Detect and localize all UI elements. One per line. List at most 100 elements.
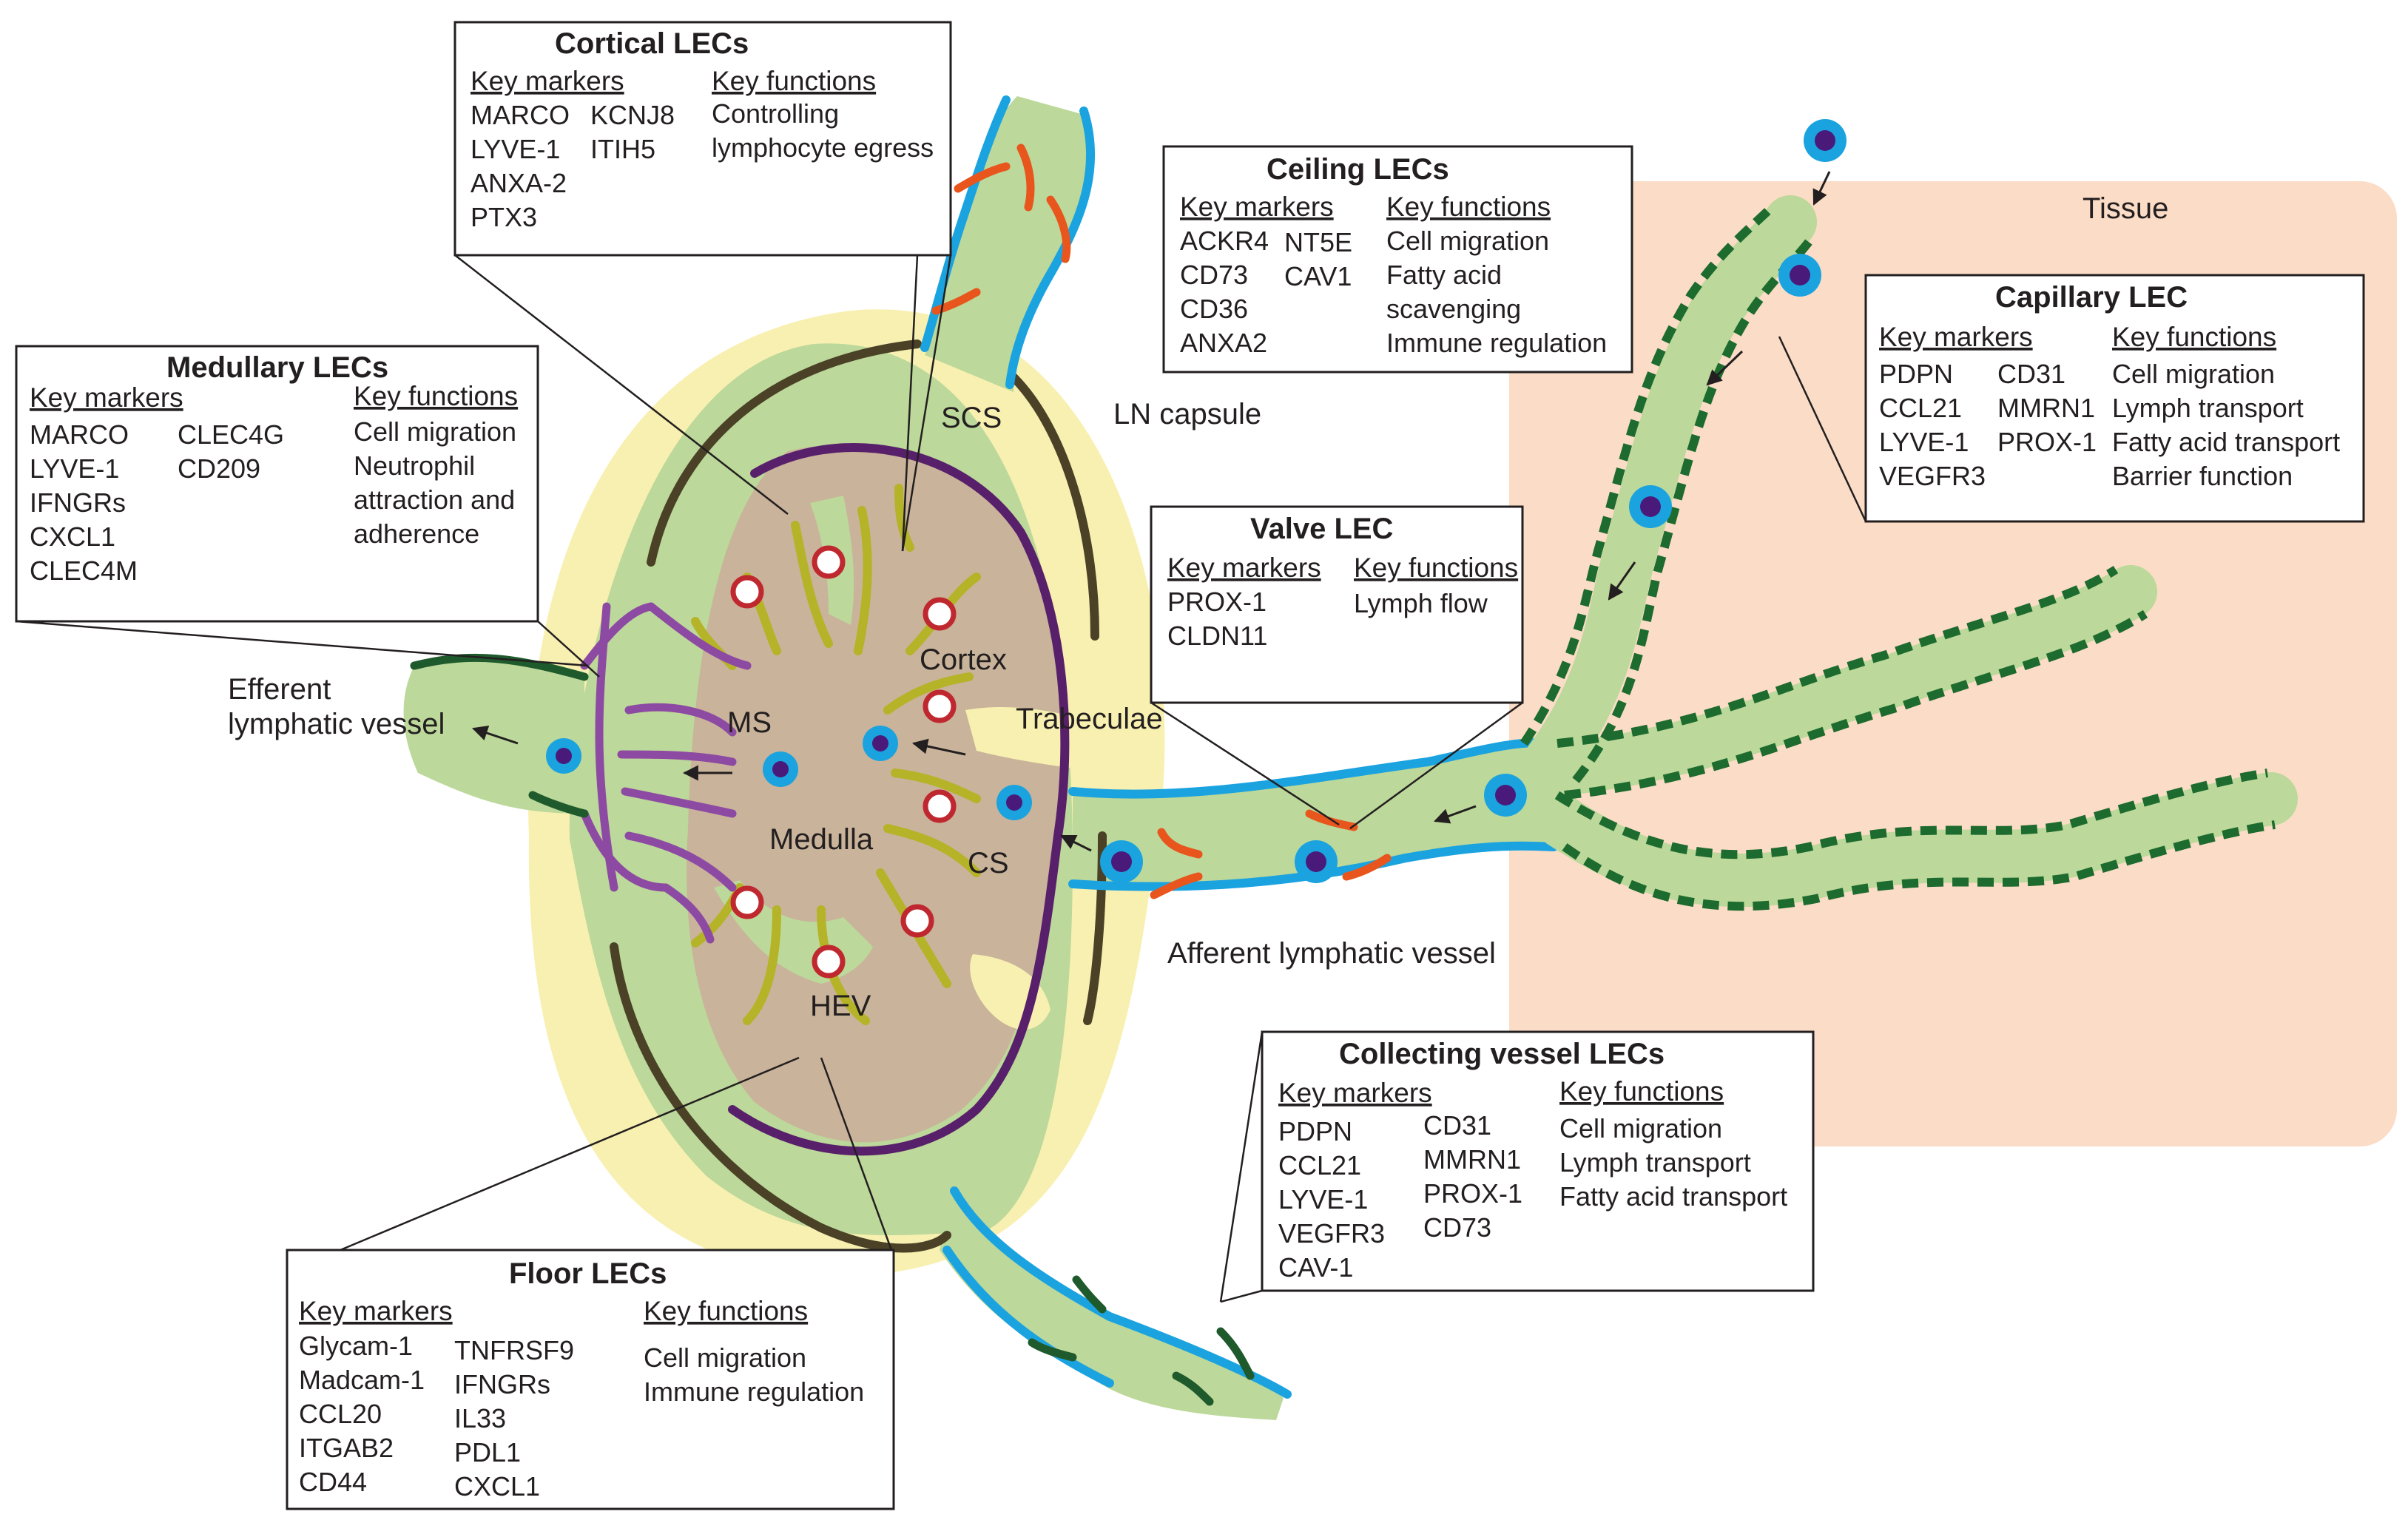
medullary-function: adherence (354, 519, 479, 549)
lymphocytes (546, 119, 1847, 883)
capillary-lec-box: Capillary LEC Key markers Key functions … (1864, 274, 2365, 523)
ceiling-marker: ANXA2 (1180, 328, 1267, 358)
ceiling-functions-header: Key functions (1386, 192, 1551, 222)
afferent-label: Afferent lymphatic vessel (1167, 937, 1496, 970)
cortical-marker: MARCO (471, 100, 570, 130)
scs-label: SCS (941, 402, 1002, 434)
floor-markers-header: Key markers (299, 1296, 453, 1326)
valve-function: Lymph flow (1354, 588, 1488, 618)
collecting-markers-header: Key markers (1278, 1078, 1432, 1108)
medullary-function: Cell migration (354, 416, 516, 447)
cortical-marker: ITIH5 (590, 134, 655, 164)
cs-label: CS (968, 847, 1009, 879)
medullary-function: Neutrophil (354, 450, 475, 481)
valve-marker: PROX-1 (1167, 587, 1267, 617)
floor-marker: CCL20 (299, 1399, 382, 1429)
cortical-lecs-box: Cortical LECs Key markers Key functions … (453, 21, 952, 257)
cortical-marker: KCNJ8 (590, 100, 675, 130)
medullary-marker: CLEC4M (30, 555, 138, 586)
cortical-marker: LYVE-1 (471, 134, 560, 164)
cortical-title: Cortical LECs (555, 27, 749, 60)
collecting-marker: CD31 (1423, 1110, 1491, 1141)
capillary-function: Cell migration (2112, 359, 2275, 389)
collecting-function: Fatty acid transport (1559, 1181, 1787, 1212)
cortical-sinus-lines (691, 484, 981, 1025)
trabeculae-label: Trabeculae (1016, 703, 1163, 735)
ceiling-lecs-box: Ceiling LECs Key markers Key functions A… (1162, 145, 1633, 374)
floor-lecs-box: Floor LECs Key markers Key functions Gly… (286, 1249, 895, 1510)
collecting-functions-header: Key functions (1559, 1076, 1724, 1107)
valve-marker: CLDN11 (1167, 621, 1267, 651)
collecting-function: Cell migration (1559, 1113, 1722, 1144)
capillary-functions-header: Key functions (2112, 322, 2276, 352)
medullary-lecs-box: Medullary LECs Key markers Key functions… (15, 345, 539, 623)
floor-marker: Madcam-1 (299, 1365, 425, 1395)
medullary-marker: IFNGRs (30, 487, 126, 518)
leader-lines (16, 254, 1867, 1303)
cortical-marker: PTX3 (471, 202, 537, 232)
collecting-marker: PDPN (1278, 1116, 1352, 1146)
floor-title: Floor LECs (509, 1257, 667, 1290)
valve-title: Valve LEC (1250, 513, 1393, 545)
capillary-marker: VEGFR3 (1879, 461, 1986, 491)
flow-arrows (472, 171, 1831, 852)
valve-lec-box: Valve LEC Key markers Key functions PROX… (1150, 505, 1524, 704)
floor-marker: IL33 (454, 1403, 506, 1433)
ceiling-marker: CAV1 (1284, 261, 1352, 291)
floor-marker: CXCL1 (454, 1471, 540, 1502)
cortical-function: Controlling (712, 98, 839, 129)
ln-capsule-label: LN capsule (1113, 398, 1261, 430)
cortical-marker: ANXA-2 (471, 168, 567, 198)
medullary-function: attraction and (354, 484, 515, 515)
medullary-marker: CLEC4G (178, 419, 284, 450)
ceiling-marker: CD36 (1180, 294, 1248, 324)
medullary-marker: MARCO (30, 419, 129, 450)
capillary-markers-header: Key markers (1879, 322, 2033, 352)
cortical-functions-header: Key functions (712, 66, 876, 96)
ms-label: MS (727, 706, 772, 739)
ceiling-marker: NT5E (1284, 227, 1352, 257)
capillary-dashed-borders (1520, 203, 2276, 911)
collecting-marker: LYVE-1 (1278, 1184, 1368, 1215)
floor-marker: ITGAB2 (299, 1433, 394, 1463)
ceiling-function: Immune regulation (1386, 328, 1607, 358)
tissue-label: Tissue (2082, 192, 2168, 225)
ceiling-markers-header: Key markers (1180, 192, 1334, 222)
hev-label: HEV (810, 990, 871, 1022)
medullary-functions-header: Key functions (354, 381, 518, 411)
medullary-markers-header: Key markers (30, 382, 183, 413)
collecting-vessel-lecs-box: Collecting vessel LECs Key markers Key f… (1261, 1030, 1815, 1292)
capillary-marker: CD31 (1997, 359, 2065, 389)
collecting-function: Lymph transport (1559, 1147, 1751, 1178)
cortical-function: lymphocyte egress (712, 132, 934, 163)
ceiling-marker: ACKR4 (1180, 226, 1269, 256)
capillary-marker: LYVE-1 (1879, 427, 1969, 457)
capillary-function: Barrier function (2112, 461, 2293, 491)
capillary-title: Capillary LEC (1995, 281, 2188, 314)
medullary-marker: CD209 (178, 453, 260, 484)
medullary-marker: CXCL1 (30, 521, 115, 552)
floor-marker: CD44 (299, 1467, 367, 1497)
valve-markers-header: Key markers (1167, 553, 1321, 583)
efferent-label-line1: Efferent (228, 673, 331, 706)
hev-circles (730, 545, 957, 979)
ceiling-function: scavenging (1386, 294, 1521, 324)
valve-functions-header: Key functions (1354, 553, 1518, 583)
medullary-title: Medullary LECs (166, 351, 388, 384)
cortical-markers-header: Key markers (471, 66, 624, 96)
collecting-marker: CAV-1 (1278, 1252, 1353, 1283)
capillary-marker: CCL21 (1879, 393, 1962, 423)
capillary-marker: MMRN1 (1997, 393, 2095, 423)
floor-marker: TNFRSF9 (454, 1335, 574, 1365)
ceiling-marker: CD73 (1180, 260, 1248, 290)
collecting-marker: CCL21 (1278, 1150, 1361, 1180)
floor-function: Cell migration (644, 1342, 806, 1373)
capillary-vessels (1523, 195, 2298, 908)
collecting-marker: CD73 (1423, 1212, 1491, 1243)
efferent-label-line2: lymphatic vessel (228, 708, 445, 740)
collecting-marker: VEGFR3 (1278, 1218, 1385, 1249)
medullary-marker: LYVE-1 (30, 453, 119, 484)
lower-vessel-stripes (1028, 1275, 1255, 1406)
collecting-title: Collecting vessel LECs (1339, 1038, 1665, 1070)
